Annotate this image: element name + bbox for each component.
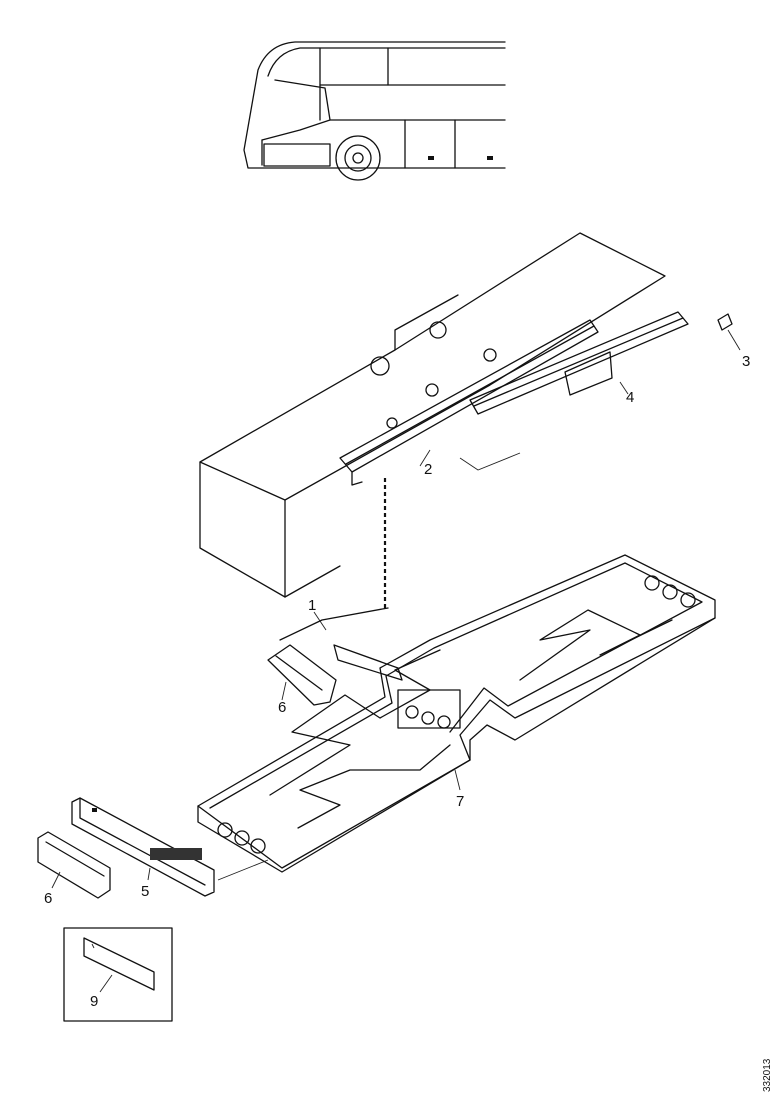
bus-locator-illustration xyxy=(243,41,506,181)
bracket-6-lower xyxy=(37,831,111,899)
callout-6-upper: 6 xyxy=(278,699,286,716)
callout-7: 7 xyxy=(456,793,464,810)
callout-9: 9 xyxy=(90,993,98,1010)
callout-4: 4 xyxy=(626,389,634,406)
drawing-number: 332013 xyxy=(762,1058,773,1092)
callout-3: 3 xyxy=(742,353,750,370)
fuel-tank xyxy=(199,232,666,598)
plate-leader xyxy=(217,859,269,881)
callout-2: 2 xyxy=(424,461,432,478)
strap-leader xyxy=(459,452,521,471)
inset-box xyxy=(63,927,173,1022)
nut-3 xyxy=(717,313,741,351)
support-frame-7 xyxy=(197,554,716,873)
bracket-6-upper xyxy=(267,644,337,706)
callout-5: 5 xyxy=(141,883,149,900)
callout-6-lower: 6 xyxy=(44,890,52,907)
leader-lines xyxy=(51,381,629,993)
callout-1: 1 xyxy=(308,597,316,614)
tank-strap-2 xyxy=(339,319,599,486)
tank-strap-4 xyxy=(469,311,689,415)
bracket-1 xyxy=(279,607,403,681)
plate-5 xyxy=(71,797,215,897)
